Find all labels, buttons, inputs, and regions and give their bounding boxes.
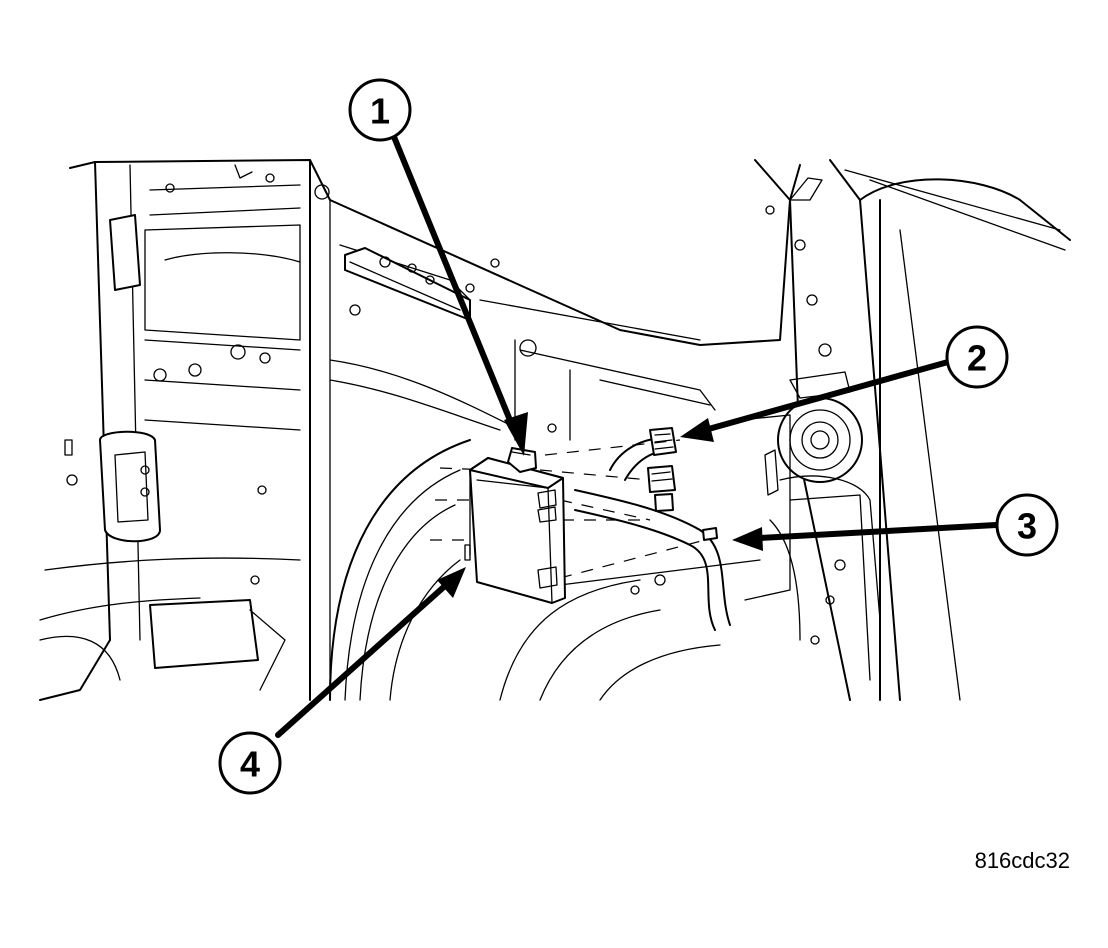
callout-3: 3 <box>995 493 1059 557</box>
callout-4: 4 <box>218 731 282 795</box>
figure-id: 816cdc32 <box>974 848 1070 873</box>
callout-2: 2 <box>945 325 1009 389</box>
callout-3-label: 3 <box>1017 506 1037 547</box>
rear-quarter-structure <box>739 159 1071 701</box>
control-module <box>464 447 566 604</box>
callout-4-label: 4 <box>240 744 260 785</box>
left-body-structure <box>39 159 311 701</box>
quarter-inner-panel <box>309 159 801 701</box>
installation-guide-lines <box>430 439 706 579</box>
callout-1-label: 1 <box>370 91 390 132</box>
wiring-harness <box>574 427 731 631</box>
module-connector <box>507 447 537 473</box>
callout-1: 1 <box>348 78 412 142</box>
callout-2-label: 2 <box>967 338 987 379</box>
leader-arrows <box>275 129 999 738</box>
